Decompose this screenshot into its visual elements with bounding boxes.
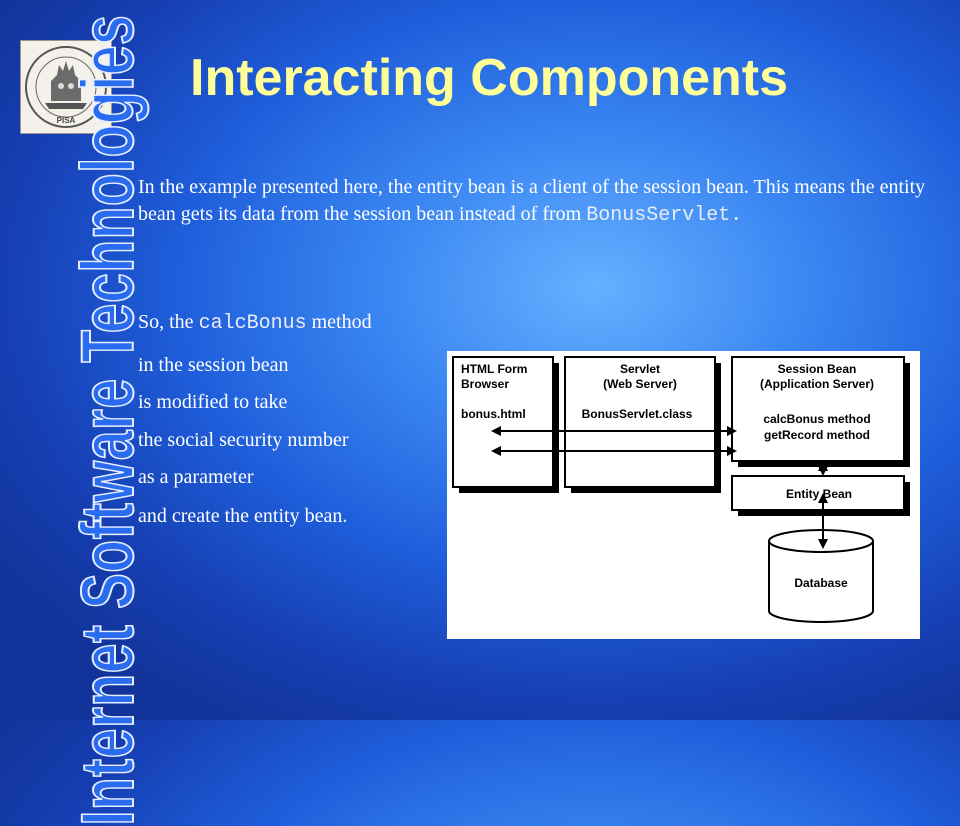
session-method-2: getRecord method <box>764 428 870 442</box>
session-method-1: calcBonus method <box>763 412 870 426</box>
servlet-file: BonusServlet.class <box>582 407 693 421</box>
seal-graphic: PISA <box>25 46 107 128</box>
body-line-4: as a parameter <box>138 466 254 488</box>
intro-text: In the example presented here, the entit… <box>138 176 926 225</box>
entity-label: Entity Bean <box>786 487 852 501</box>
side-title-text: Internet Software Technologies <box>65 14 150 826</box>
browser-label-2: Browser <box>461 377 509 391</box>
session-label-2: (Application Server) <box>760 377 874 391</box>
servlet-label-1: Servlet <box>620 362 660 376</box>
database-label: Database <box>794 576 848 590</box>
architecture-diagram: HTML Form Browser bonus.html Servlet (We… <box>447 351 920 639</box>
diagram-svg: HTML Form Browser bonus.html Servlet (We… <box>452 356 910 623</box>
university-seal-logo: PISA <box>20 40 112 134</box>
method-line: So, the calcBonus method <box>138 309 372 337</box>
body-line-3: the social security number <box>138 429 349 451</box>
servlet-box: Servlet (Web Server) BonusServlet.class <box>564 356 721 493</box>
session-bean-box: Session Bean (Application Server) calcBo… <box>731 356 910 467</box>
body-line-2: is modified to take <box>138 391 288 413</box>
seal-inscription: PISA <box>57 116 76 125</box>
browser-label-1: HTML Form <box>461 362 527 376</box>
body-line-5: and create the entity bean. <box>138 505 348 527</box>
calc-bonus-code: calcBonus <box>198 312 307 335</box>
body-line-1: in the session bean <box>138 354 289 376</box>
slide-title: Interacting Components <box>190 49 789 107</box>
intro-paragraph: In the example presented here, the entit… <box>138 174 928 229</box>
bonus-servlet-code: BonusServlet. <box>586 204 743 227</box>
browser-file: bonus.html <box>461 407 526 421</box>
method-prefix: So, the <box>138 311 199 333</box>
session-label-1: Session Bean <box>778 362 857 376</box>
browser-box: HTML Form Browser bonus.html <box>452 356 559 493</box>
entity-bean-box: Entity Bean <box>731 475 910 516</box>
method-suffix: method <box>306 311 372 333</box>
database-cylinder: Database <box>768 529 874 623</box>
servlet-label-2: (Web Server) <box>603 377 677 391</box>
